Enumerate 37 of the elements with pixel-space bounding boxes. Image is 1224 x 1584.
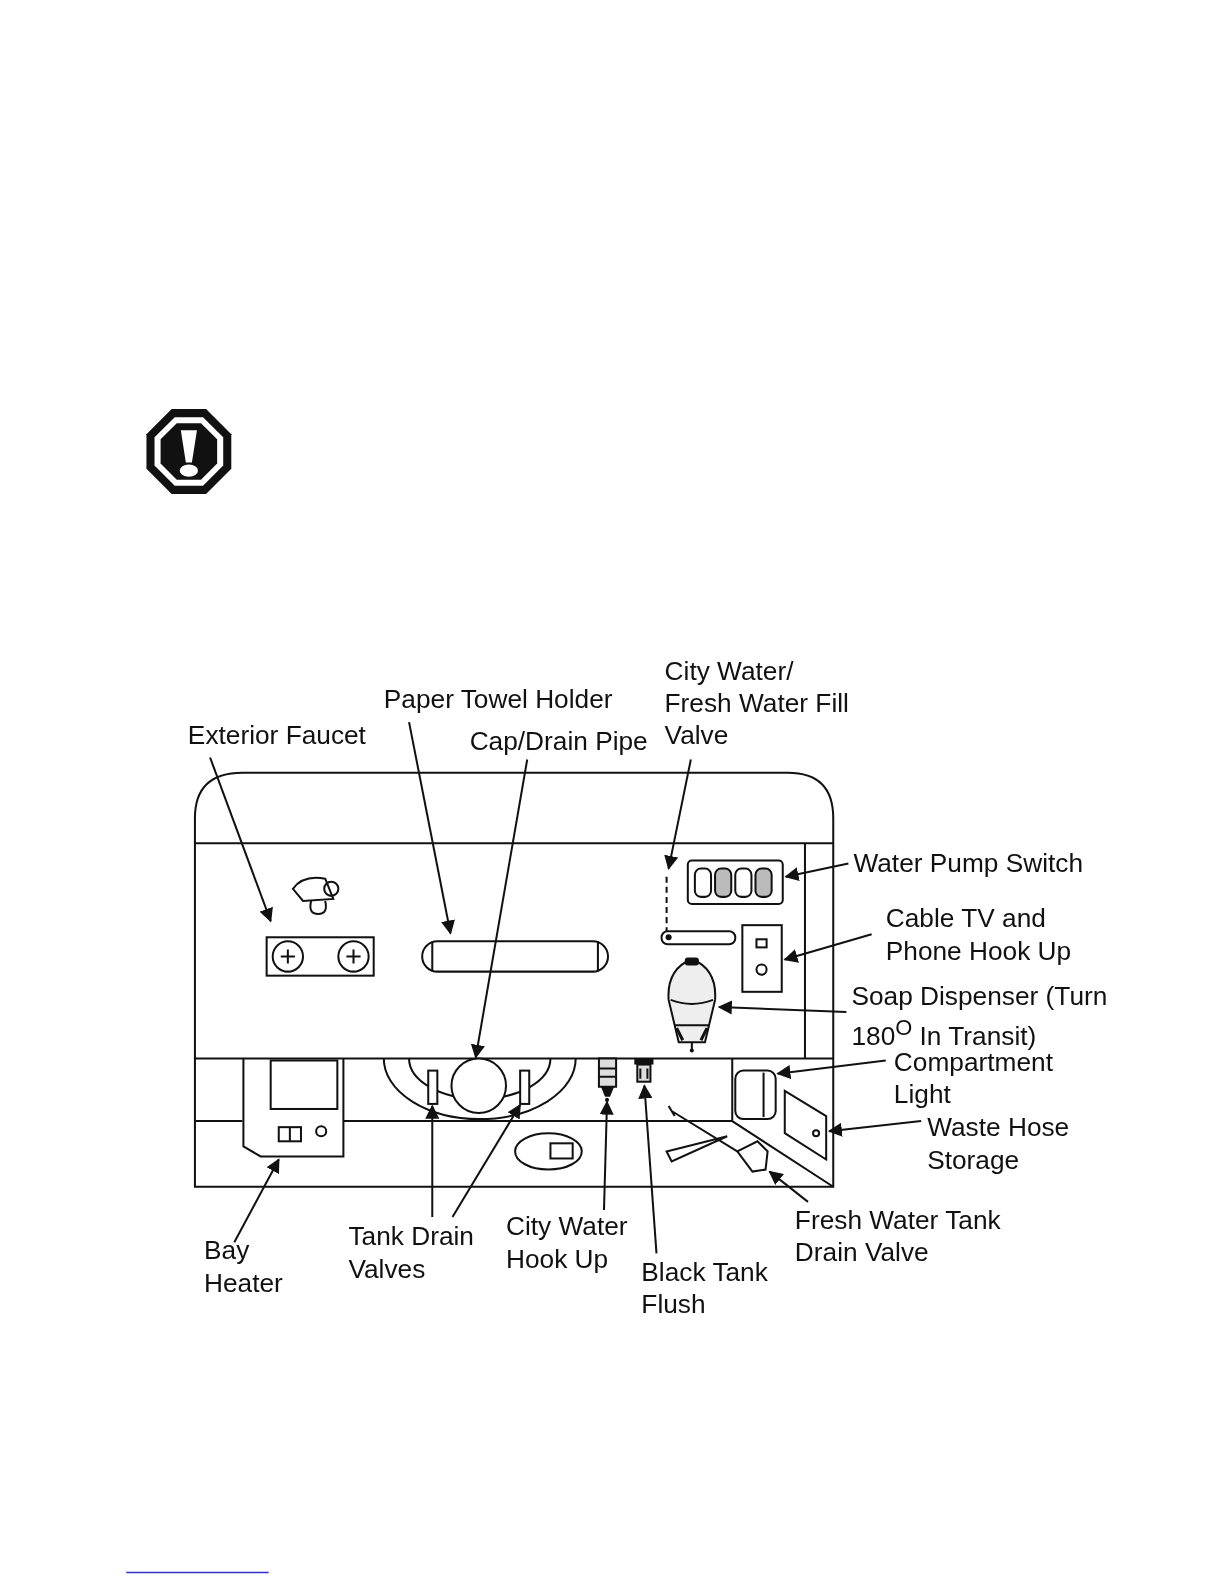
pump-switch-panel	[686, 859, 785, 906]
callout-label: Water Pump Switch	[853, 846, 1096, 879]
callout-label: Exterior Faucet	[187, 719, 390, 752]
leader-arrow	[408, 721, 455, 935]
callout-label: Soap Dispenser (Turn 180$^{O}$ In Transit)	[851, 979, 1117, 1053]
leader-arrow	[827, 1120, 922, 1137]
drain-valve-handle	[734, 1138, 771, 1175]
callout-label: Waste Hose Storage	[927, 1111, 1079, 1176]
callout-label: City Water Hook Up	[506, 1210, 638, 1275]
leader-arrow	[599, 1100, 614, 1210]
leader-arrow	[783, 933, 872, 963]
callout-label: City Water/ Fresh Water Fill Valve	[664, 654, 859, 752]
callout-label: Cap/Drain Pipe	[469, 725, 662, 758]
callout-label: Cable TV and Phone Hook Up	[885, 901, 1088, 967]
leader-arrow	[717, 1000, 847, 1015]
leader-arrow	[768, 1170, 809, 1203]
callout-label: Paper Towel Holder	[383, 682, 627, 716]
leader-arrow	[664, 759, 692, 870]
callout-label: Bay Heater	[204, 1234, 290, 1299]
callout-label: Tank Drain Valves	[348, 1220, 485, 1285]
tank-drain-valve	[519, 1069, 531, 1105]
bay-heater	[241, 1057, 346, 1159]
leader-arrow	[451, 1103, 521, 1218]
leader-arrow	[784, 862, 849, 881]
jack-plate	[741, 924, 784, 994]
tank-drain-valve	[427, 1069, 439, 1105]
callout-label: Fresh Water Tank Drain Valve	[794, 1203, 1012, 1269]
drain-cap	[450, 1057, 507, 1115]
leader-arrow	[638, 1084, 658, 1254]
leader-arrow	[425, 1104, 440, 1218]
leader-arrow	[776, 1059, 886, 1080]
waste-hose-hatch	[782, 1087, 829, 1162]
leader-arrow	[233, 1158, 280, 1243]
hose-hookup-fitting	[596, 1057, 620, 1102]
callout-label: Black Tank Flush	[641, 1255, 778, 1321]
leader-arrow	[470, 759, 529, 1059]
compartment-light	[734, 1069, 778, 1122]
